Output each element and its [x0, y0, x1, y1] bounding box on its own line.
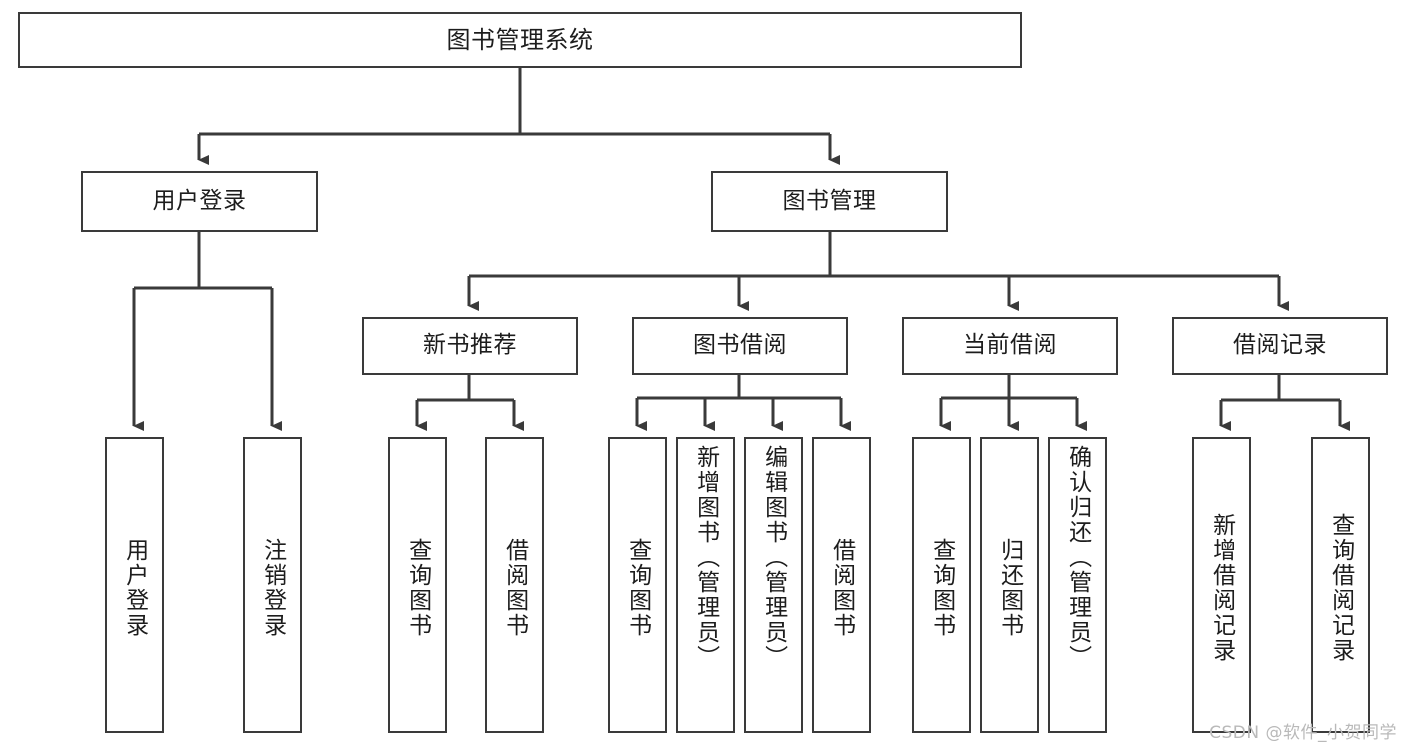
node-label: 归还图书	[996, 538, 1023, 638]
node-label: 用户登录	[152, 187, 247, 214]
leaf-book-borrow-query-book[interactable]: 查询图书	[608, 437, 667, 733]
leaf-book-borrow-edit-book[interactable]: 编辑图书（管理员）	[744, 437, 803, 733]
node-label: 图书管理系统	[446, 25, 594, 54]
node-label: 注销登录	[259, 538, 286, 638]
leaf-user-login-login[interactable]: 用户登录	[105, 437, 164, 733]
node-label: 新增借阅记录	[1208, 513, 1235, 663]
leaf-current-borrow-query-book[interactable]: 查询图书	[912, 437, 971, 733]
leaf-new-book-query-book[interactable]: 查询图书	[388, 437, 447, 733]
leaf-new-book-borrow-book[interactable]: 借阅图书	[485, 437, 544, 733]
node-borrowing-record[interactable]: 借阅记录	[1172, 317, 1388, 375]
leaf-borrow-record-add-record[interactable]: 新增借阅记录	[1192, 437, 1251, 733]
node-book-management[interactable]: 图书管理	[711, 171, 948, 232]
node-label: 新增图书（管理员）	[692, 445, 719, 670]
leaf-current-borrow-confirm-return[interactable]: 确认归还（管理员）	[1048, 437, 1107, 733]
node-label: 查询图书	[928, 538, 955, 638]
node-label: 借阅图书	[828, 538, 855, 638]
node-book-borrowing[interactable]: 图书借阅	[632, 317, 848, 375]
node-label: 查询图书	[404, 538, 431, 638]
leaf-borrow-record-query-record[interactable]: 查询借阅记录	[1311, 437, 1370, 733]
node-label: 用户登录	[121, 538, 148, 638]
node-label: 编辑图书（管理员）	[760, 445, 787, 670]
node-label: 查询借阅记录	[1327, 513, 1354, 663]
node-current-borrowing[interactable]: 当前借阅	[902, 317, 1118, 375]
node-label: 借阅图书	[501, 538, 528, 638]
node-label: 新书推荐	[423, 332, 517, 359]
node-label: 确认归还（管理员）	[1064, 445, 1091, 670]
node-label: 图书借阅	[693, 332, 787, 359]
csdn-watermark: CSDN @软件_小贺同学	[1209, 723, 1397, 743]
leaf-user-login-logout[interactable]: 注销登录	[243, 437, 302, 733]
node-label: 图书管理	[782, 187, 877, 214]
leaf-book-borrow-borrow-book[interactable]: 借阅图书	[812, 437, 871, 733]
node-label: 借阅记录	[1233, 332, 1327, 359]
node-user-login[interactable]: 用户登录	[81, 171, 318, 232]
node-label: 当前借阅	[963, 332, 1057, 359]
node-new-book-recommendation[interactable]: 新书推荐	[362, 317, 578, 375]
node-label: 查询图书	[624, 538, 651, 638]
leaf-current-borrow-return-book[interactable]: 归还图书	[980, 437, 1039, 733]
node-root-book-management-system[interactable]: 图书管理系统	[18, 12, 1022, 68]
leaf-book-borrow-add-book[interactable]: 新增图书（管理员）	[676, 437, 735, 733]
